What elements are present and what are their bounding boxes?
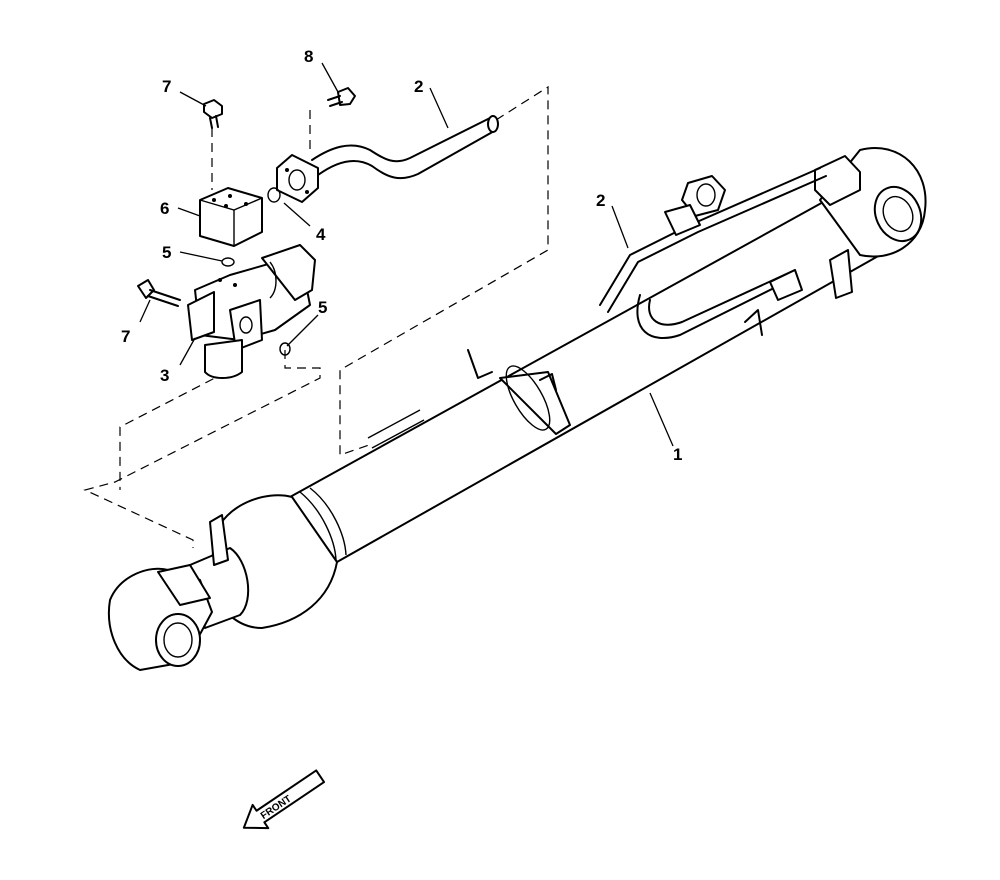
callout-6: 6 xyxy=(160,199,169,218)
callout-2-upper: 2 xyxy=(414,77,423,96)
leader-lines xyxy=(139,62,674,447)
direction-arrow-icon xyxy=(242,769,326,830)
front-arrow: FRONT xyxy=(242,769,326,830)
bolt-7-upper xyxy=(203,99,223,129)
valve xyxy=(187,244,316,379)
callout-5-upper: 5 xyxy=(162,243,171,262)
callout-2-right: 2 xyxy=(596,191,605,210)
boom-cylinder xyxy=(108,147,927,671)
callout-7-lower: 7 xyxy=(121,327,130,346)
flange xyxy=(276,154,319,203)
callout-5-lower: 5 xyxy=(318,298,327,317)
callout-7-upper: 7 xyxy=(162,77,171,96)
bolt-8 xyxy=(327,87,356,107)
callout-8: 8 xyxy=(304,47,313,66)
upper-pipe xyxy=(311,115,499,180)
callout-labels: 1 2 2 3 4 5 5 6 7 7 8 xyxy=(121,47,682,464)
assembly-guide-lines xyxy=(83,85,549,548)
cylinder-pipe xyxy=(599,167,853,340)
callout-4: 4 xyxy=(316,225,326,244)
o-rings xyxy=(221,187,291,356)
callout-3: 3 xyxy=(160,366,169,385)
bolt-7-lower xyxy=(137,279,181,307)
block xyxy=(199,187,263,247)
callout-1: 1 xyxy=(673,445,682,464)
